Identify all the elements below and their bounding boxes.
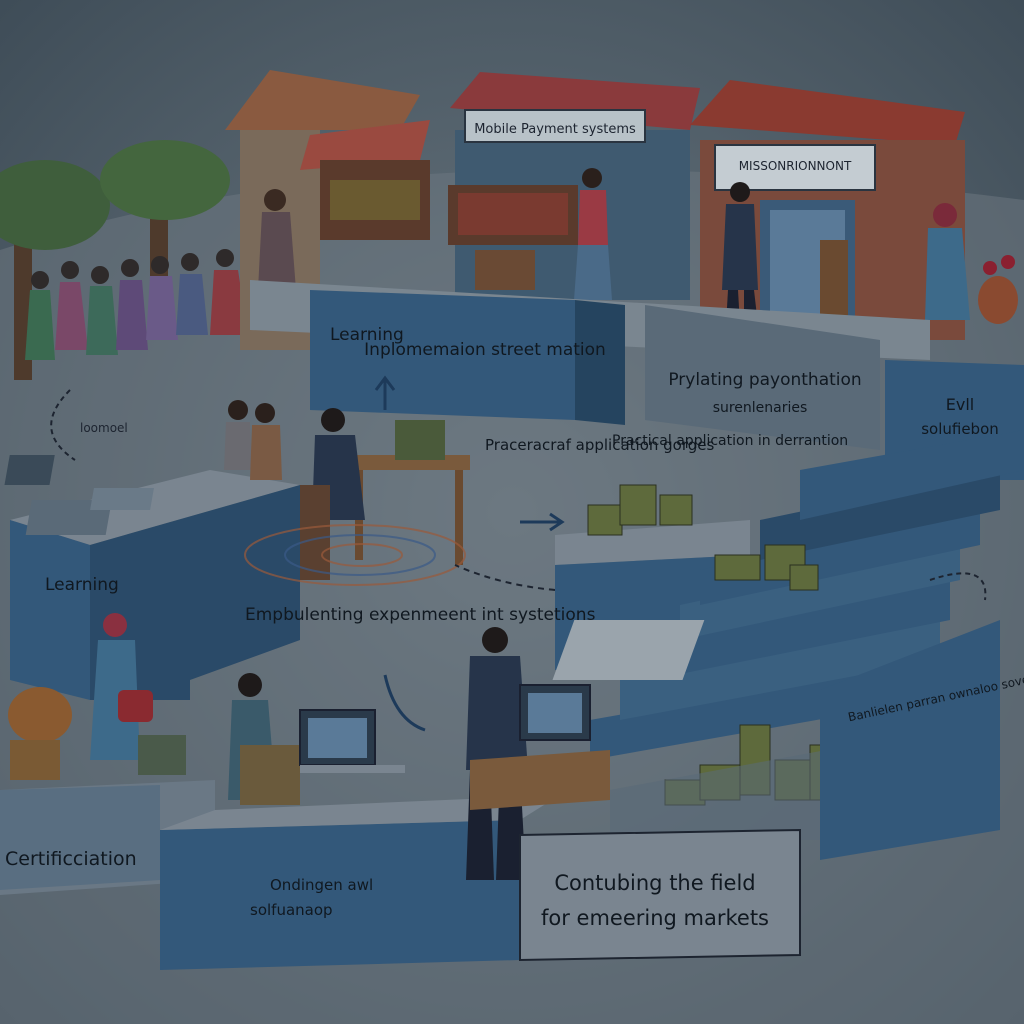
curved-arrow-icon-dashed <box>454 564 556 591</box>
man-at-laptop <box>466 627 610 880</box>
brick-shop <box>690 80 965 340</box>
practical-left-label: Praceracraf application gorges <box>485 436 714 454</box>
contributing-box <box>519 828 801 962</box>
certification-platform <box>0 780 560 970</box>
loomoel-label: loomoel <box>80 421 128 435</box>
contributing-line-1: Contubing the field <box>554 871 755 895</box>
prylating-label: Prylating payonthation <box>668 370 861 390</box>
empowering-label: Empbulenting expenmeent int systetions <box>245 605 596 625</box>
shop-sign-text: MISSONRIONNONT <box>739 159 852 173</box>
curved-arrow-icon-up <box>374 375 396 410</box>
flower-pot <box>978 255 1018 324</box>
mobile-payment-stall <box>448 72 700 300</box>
implementation-label: Inplomemaion street mation <box>364 340 606 360</box>
crowd-of-people <box>25 249 248 360</box>
curved-arrow-icon-bottom <box>383 674 426 732</box>
right-platform <box>552 620 1000 860</box>
woman-with-headscarf <box>925 203 970 320</box>
learning-left-label: Learning <box>45 575 119 595</box>
learning-desk <box>4 455 300 700</box>
surenlenaries-label: surenlenaries <box>713 400 808 416</box>
arrow-right-icon <box>520 512 565 532</box>
contributing-line-2: for emeering markets <box>541 906 769 930</box>
certification-label: Certificciation <box>5 848 137 870</box>
curved-arrow-icon-right <box>929 572 987 601</box>
ondigen-label: Ondingen awl <box>270 876 373 894</box>
woman-in-pink-at-stall <box>574 168 612 300</box>
woman-at-computer <box>228 673 405 805</box>
stall-sign-text: Mobile Payment systems <box>474 122 636 137</box>
curved-arrow-icon-left <box>50 389 76 461</box>
practical-left-line: Praceracraf application gorges <box>485 436 714 454</box>
implementation-label-line: Inplomemaion street mation <box>364 340 606 360</box>
money-stack-icon-top <box>587 484 693 536</box>
money-on-stairs <box>714 544 819 591</box>
man-at-desk <box>300 408 470 580</box>
students-at-desk <box>224 400 282 480</box>
learning-top-label: Learning <box>330 325 404 345</box>
evil-label: Evll <box>946 395 974 414</box>
baskets <box>8 687 186 780</box>
woman-at-stall <box>258 189 296 290</box>
solufiebon-label: solufiebon <box>921 420 999 438</box>
woman-with-bag <box>90 613 153 760</box>
swirl-decoration <box>244 524 466 586</box>
practical-right-label: Practical application in derrantion <box>612 433 848 449</box>
solfuanaop-label: solfuanaop <box>250 901 333 919</box>
